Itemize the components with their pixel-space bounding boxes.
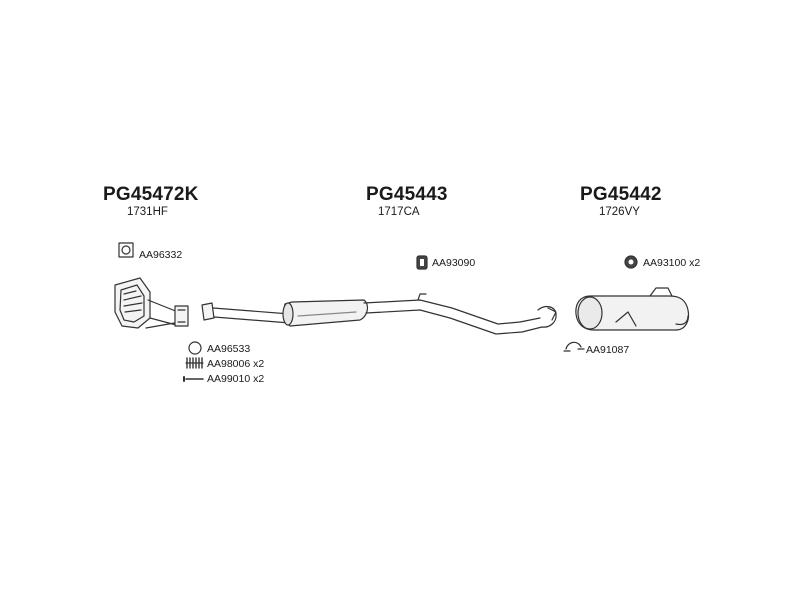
- accessory-label-bolt: AA99010 x2: [207, 373, 265, 385]
- part-code-rear: PG45442: [580, 184, 662, 205]
- bolt-icon: [183, 376, 204, 382]
- middle-silencer-drawing: [282, 293, 557, 335]
- accessory-label-ring: AA96533: [207, 343, 251, 355]
- rubber-mount-icon: [416, 255, 428, 270]
- part-code-catalytic: PG45472K: [103, 184, 199, 205]
- part-ref-catalytic: 1731HF: [127, 206, 168, 218]
- accessory-label-spring: AA98006 x2: [207, 358, 265, 370]
- accessory-label-rubber-ring: AA93100 x2: [643, 257, 701, 269]
- part-code-middle: PG45443: [366, 184, 448, 205]
- rear-silencer-drawing: [575, 287, 690, 331]
- gasket-square-icon: [118, 242, 134, 258]
- ring-gasket-icon: [188, 341, 202, 355]
- accessory-label-mount: AA93090: [432, 257, 476, 269]
- catalytic-converter-drawing: [114, 277, 189, 329]
- part-ref-middle: 1717CA: [378, 206, 420, 218]
- accessory-label-clamp: AA91087: [586, 344, 630, 356]
- spring-icon: [185, 357, 204, 369]
- part-ref-rear: 1726VY: [599, 206, 640, 218]
- accessory-label-gasket: AA96332: [139, 249, 183, 261]
- rubber-ring-icon: [624, 255, 638, 269]
- front-pipe-drawing: [201, 302, 291, 324]
- clamp-icon: [563, 341, 585, 352]
